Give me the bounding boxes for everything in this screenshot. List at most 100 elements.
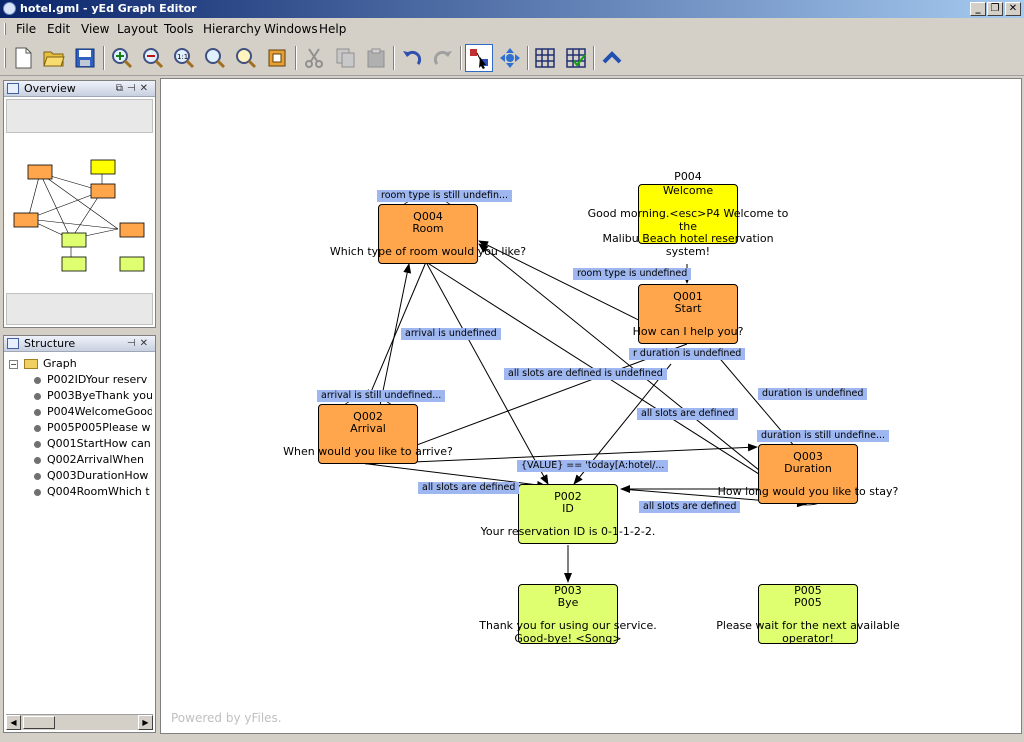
edge-label[interactable]: {VALUE} == 'today[A:hotel/... bbox=[517, 460, 669, 472]
node-q001-text: How can I help you? bbox=[632, 325, 744, 338]
undo-icon[interactable] bbox=[398, 44, 426, 72]
collapse-arrow-icon[interactable] bbox=[598, 44, 626, 72]
redo-icon[interactable] bbox=[429, 44, 457, 72]
node-bullet-icon bbox=[34, 376, 41, 384]
window-title: hotel.gml - yEd Graph Editor bbox=[20, 2, 197, 15]
edge-label[interactable]: r duration is undefined bbox=[629, 348, 746, 360]
tree-item[interactable]: Q004RoomWhich t bbox=[34, 485, 152, 501]
edge-label[interactable]: all slots are defined bbox=[637, 408, 739, 420]
toolbar-separator bbox=[393, 46, 395, 70]
edge-label[interactable]: room type is still undefin... bbox=[377, 190, 513, 202]
edge-label[interactable]: arrival is still undefined... bbox=[317, 390, 446, 402]
tree-item[interactable]: P003ByeThank you bbox=[34, 389, 152, 405]
menu-tools[interactable]: Tools bbox=[164, 22, 194, 36]
grid-icon[interactable] bbox=[531, 44, 559, 72]
node-id: Q003 bbox=[793, 450, 823, 463]
menu-view[interactable]: View bbox=[81, 22, 110, 36]
navigate-mode-icon[interactable] bbox=[496, 44, 524, 72]
restore-button[interactable]: ❐ bbox=[987, 2, 1003, 16]
tree-item[interactable]: Q001StartHow can bbox=[34, 437, 152, 453]
node-p005[interactable]: P005 P005 bbox=[758, 584, 858, 644]
panel-buttons[interactable]: ⊣✕ bbox=[126, 338, 152, 349]
open-folder-icon[interactable] bbox=[40, 44, 68, 72]
zoom-selection-icon[interactable] bbox=[232, 44, 260, 72]
edge-label[interactable]: duration is undefined bbox=[758, 388, 868, 400]
svg-text:1:1: 1:1 bbox=[177, 53, 188, 61]
fit-content-icon[interactable] bbox=[263, 44, 291, 72]
tree-item[interactable]: P004WelcomeGood bbox=[34, 405, 152, 421]
node-q002[interactable]: Q002 Arrival bbox=[318, 404, 418, 464]
node-p004-text: Good morning.<esc>P4 Welcome to the Mali… bbox=[587, 207, 789, 258]
overview-minimap[interactable] bbox=[4, 137, 155, 287]
tree-item[interactable]: P005P005Please w bbox=[34, 421, 152, 437]
node-q002-text: When would you like to arrive? bbox=[283, 445, 453, 458]
title-bar: hotel.gml - yEd Graph Editor _ ❐ ✕ bbox=[0, 0, 1024, 18]
edit-mode-icon[interactable] bbox=[465, 44, 493, 72]
minimize-button[interactable]: _ bbox=[970, 2, 986, 16]
paste-icon[interactable] bbox=[362, 44, 390, 72]
edge-label[interactable]: all slots are defined is undefined bbox=[504, 368, 667, 380]
menu-hierarchy[interactable]: Hierarchy bbox=[203, 22, 262, 36]
node-q003[interactable]: Q003 Duration bbox=[758, 444, 858, 504]
scroll-thumb[interactable] bbox=[23, 716, 55, 729]
node-bullet-icon bbox=[34, 456, 41, 464]
node-p003-text: Thank you for using our service. Good-by… bbox=[479, 619, 657, 645]
zoom-area-icon[interactable] bbox=[201, 44, 229, 72]
menu-grip bbox=[4, 23, 6, 35]
save-icon[interactable] bbox=[71, 44, 99, 72]
node-bullet-icon bbox=[34, 424, 41, 432]
edge-label[interactable]: arrival is undefined bbox=[401, 328, 501, 340]
menu-layout[interactable]: Layout bbox=[117, 22, 158, 36]
cut-icon[interactable] bbox=[300, 44, 328, 72]
node-p004[interactable]: Welcome bbox=[638, 184, 738, 244]
node-p002[interactable]: P002 ID bbox=[518, 484, 618, 544]
node-bullet-icon bbox=[34, 488, 41, 496]
tree-item[interactable]: P002IDYour reserv bbox=[34, 373, 152, 389]
horizontal-scrollbar[interactable]: ◀ ▶ bbox=[6, 714, 153, 730]
node-id: P003 bbox=[554, 584, 582, 597]
copy-icon[interactable] bbox=[331, 44, 359, 72]
edge-label[interactable]: all slots are defined bbox=[639, 501, 741, 513]
new-document-icon[interactable] bbox=[9, 44, 37, 72]
node-q004[interactable]: Q004 Room bbox=[378, 204, 478, 264]
close-button[interactable]: ✕ bbox=[1005, 2, 1021, 16]
menu-help[interactable]: Help bbox=[319, 22, 347, 36]
zoom-in-icon[interactable] bbox=[108, 44, 136, 72]
node-id: P002 bbox=[554, 490, 582, 503]
menu-windows[interactable]: Windows bbox=[264, 22, 318, 36]
snap-grid-icon[interactable] bbox=[562, 44, 590, 72]
edge bbox=[367, 261, 427, 400]
edge-label[interactable]: duration is still undefine... bbox=[757, 430, 890, 442]
node-bullet-icon bbox=[34, 440, 41, 448]
overview-viewport-bottom[interactable] bbox=[6, 293, 153, 325]
menu-edit[interactable]: Edit bbox=[47, 22, 71, 36]
tree-item-label: Q003DurationHow bbox=[47, 469, 149, 482]
node-p002-text: Your reservation ID is 0-1-1-2-2. bbox=[480, 525, 656, 538]
edge-label[interactable]: room type is undefined bbox=[573, 268, 692, 280]
zoom-out-icon[interactable] bbox=[139, 44, 167, 72]
node-q001[interactable]: Q001 Start bbox=[638, 284, 738, 344]
tree-item[interactable]: Q002ArrivalWhen bbox=[34, 453, 152, 469]
tree-item[interactable]: Q003DurationHow bbox=[34, 469, 152, 485]
node-id: P004 bbox=[674, 170, 702, 183]
structure-title: Structure bbox=[24, 337, 76, 350]
node-q004-text: Which type of room would you like? bbox=[329, 245, 527, 258]
zoom-actual-size-icon[interactable]: 1:1 bbox=[170, 44, 198, 72]
toolbar: 1:1 bbox=[0, 40, 1024, 76]
panel-buttons[interactable]: ⧉⊣✕ bbox=[115, 83, 152, 94]
scroll-right-button[interactable]: ▶ bbox=[138, 715, 153, 730]
edge-label[interactable]: all slots are defined bbox=[418, 482, 520, 494]
tree-root[interactable]: − Graph bbox=[9, 357, 77, 373]
tree-item-label: P002IDYour reserv bbox=[47, 373, 148, 386]
collapse-toggle-icon[interactable]: − bbox=[9, 359, 18, 369]
scroll-left-button[interactable]: ◀ bbox=[6, 715, 21, 730]
overview-viewport-top bbox=[6, 99, 153, 133]
toolbar-separator bbox=[593, 46, 595, 70]
menu-file[interactable]: File bbox=[16, 22, 37, 36]
node-p003[interactable]: P003 Bye bbox=[518, 584, 618, 644]
node-id: Q002 bbox=[353, 410, 383, 423]
graph-canvas[interactable]: Welcome Q004 Room Q001 Start Q002 Arriva… bbox=[160, 78, 1022, 734]
node-name: Start bbox=[674, 302, 702, 315]
node-id: Q004 bbox=[413, 210, 443, 223]
edge bbox=[367, 443, 758, 465]
